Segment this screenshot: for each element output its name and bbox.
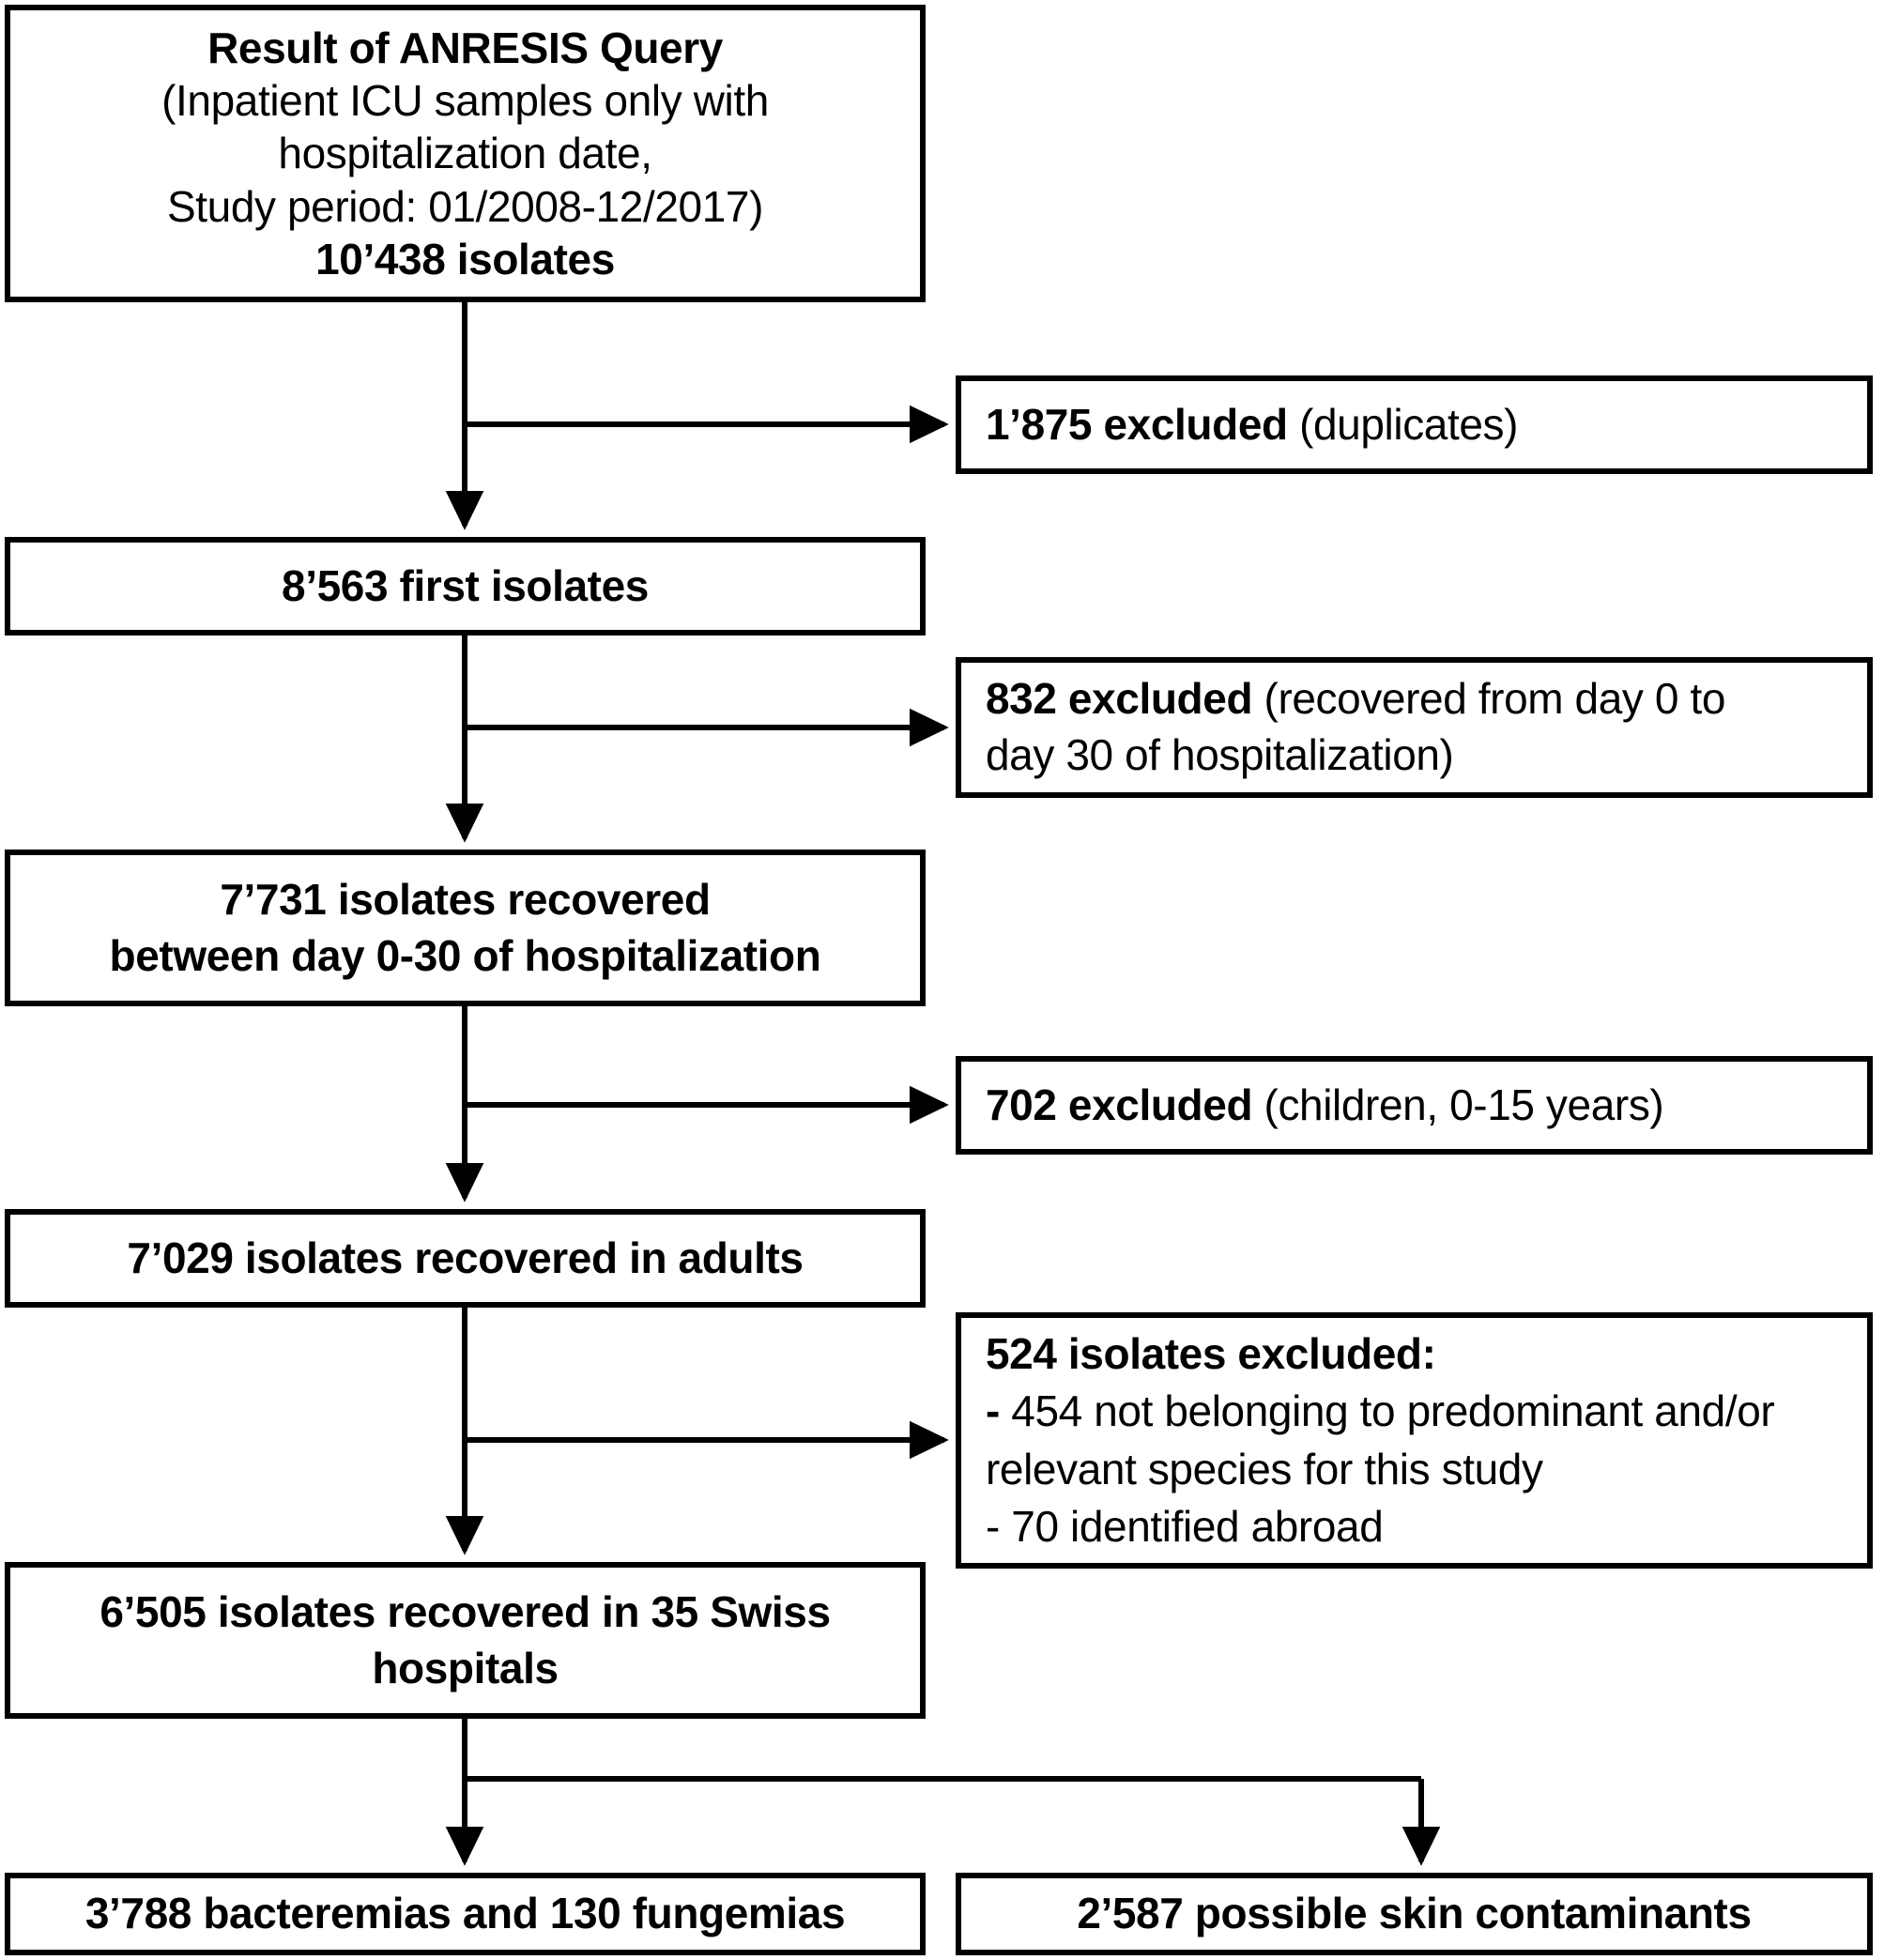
excluded-day-count: 832 excluded	[986, 674, 1253, 724]
excluded-duplicates-reason: (duplicates)	[1287, 399, 1519, 449]
source-title: Result of ANRESIS Query	[207, 23, 723, 73]
source-detail-line-1: (Inpatient ICU samples only with	[161, 76, 769, 126]
node-excluded-day-0-30: 832 excluded (recovered from day 0 to da…	[956, 657, 1873, 798]
excluded-day-text-line-1: 832 excluded (recovered from day 0 to	[961, 671, 1725, 727]
excluded-species-bullet-2-dash: -	[986, 1501, 1000, 1551]
excluded-day-reason-part-2: day 30 of hospitalization)	[986, 730, 1454, 779]
day030-line-2: between day 0-30 of hospitalization	[109, 930, 821, 980]
node-excluded-children: 702 excluded (children, 0-15 years)	[956, 1056, 1873, 1155]
excluded-species-bullet-1-continued: relevant species for this study	[986, 1444, 1543, 1493]
node-source-query: Result of ANRESIS Query (Inpatient ICU s…	[5, 5, 926, 302]
node-isolates-day-0-30: 7’731 isolates recovered between day 0-3…	[5, 850, 926, 1006]
excluded-species-bullet-2-text: 70 identified abroad	[999, 1501, 1384, 1551]
day030-line-1: 7’731 isolates recovered	[220, 874, 711, 924]
excluded-species-bullet-1-text: 454 not belonging to predominant and/or	[999, 1386, 1775, 1436]
node-excluded-duplicates: 1’875 excluded (duplicates)	[956, 375, 1873, 474]
excluded-species-header: 524 isolates excluded:	[986, 1329, 1436, 1379]
excluded-duplicates-text: 1’875 excluded (duplicates)	[961, 397, 1518, 453]
adults-label: 7’029 isolates recovered in adults	[127, 1233, 804, 1282]
node-isolates-adults: 7’029 isolates recovered in adults	[5, 1209, 926, 1308]
bacteremias-label: 3’788 bacteremias and 130 fungemias	[84, 1889, 846, 1938]
node-bacteremias-fungemias: 3’788 bacteremias and 130 fungemias	[5, 1873, 926, 1955]
skin-contaminants-label: 2’587 possible skin contaminants	[1077, 1889, 1752, 1938]
source-detail-line-2: hospitalization date,	[278, 129, 652, 178]
excluded-day-reason-part-1: (recovered from day 0 to	[1252, 674, 1726, 724]
source-isolate-count: 10’438 isolates	[315, 234, 615, 283]
excluded-species-bullet-1-dash: -	[986, 1386, 1000, 1436]
node-isolates-swiss-hospitals: 6’505 isolates recovered in 35 Swiss hos…	[5, 1562, 926, 1719]
node-skin-contaminants: 2’587 possible skin contaminants	[956, 1873, 1873, 1955]
excluded-species-bullet-1: - 454 not belonging to predominant and/o…	[961, 1383, 1775, 1440]
first-isolates-label: 8’563 first isolates	[282, 560, 649, 610]
excluded-duplicates-count: 1’875 excluded	[986, 399, 1288, 449]
node-excluded-species: 524 isolates excluded: - 454 not belongi…	[956, 1312, 1873, 1569]
excluded-children-text: 702 excluded (children, 0-15 years)	[961, 1078, 1664, 1134]
node-first-isolates: 8’563 first isolates	[5, 537, 926, 635]
source-detail-line-3: Study period: 01/2008-12/2017)	[166, 181, 764, 231]
swiss-line-1: 6’505 isolates recovered in 35 Swiss	[100, 1586, 831, 1636]
excluded-children-count: 702 excluded	[986, 1080, 1253, 1129]
excluded-children-reason: (children, 0-15 years)	[1252, 1080, 1664, 1129]
swiss-line-2: hospitals	[372, 1643, 559, 1692]
excluded-species-bullet-2: - 70 identified abroad	[961, 1498, 1384, 1555]
